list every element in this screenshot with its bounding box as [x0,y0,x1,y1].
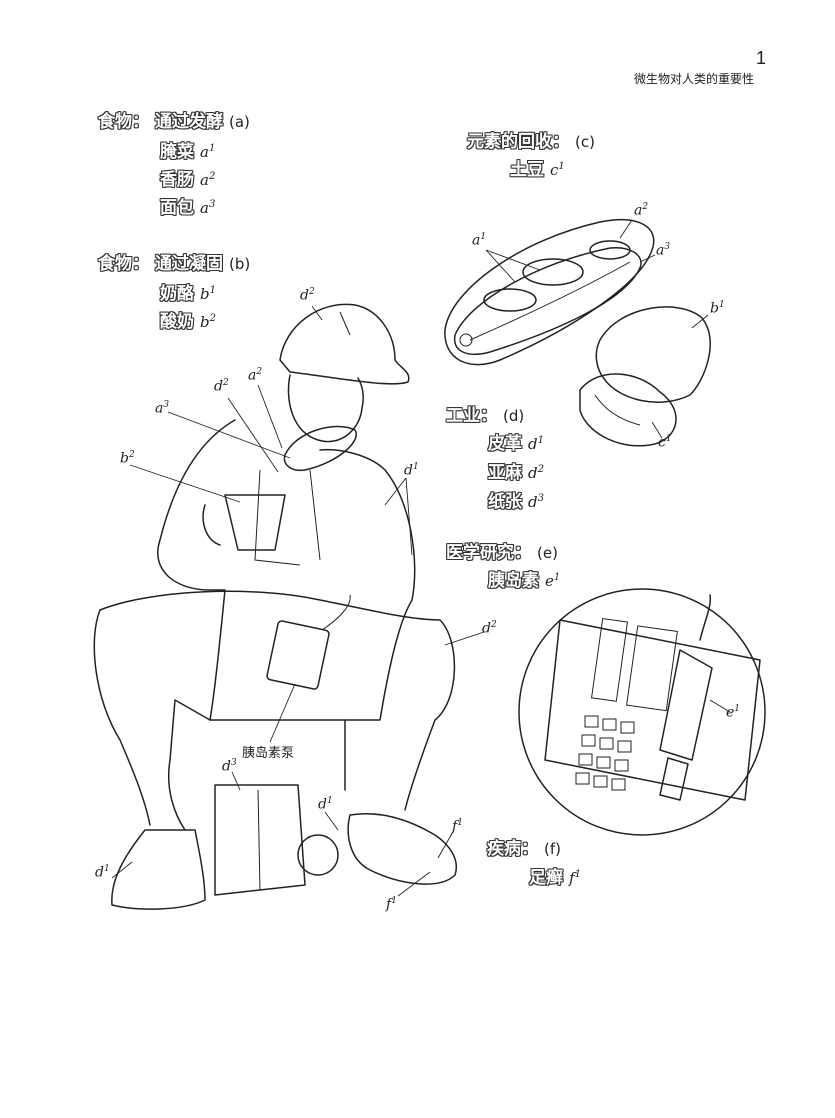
callout-shoe-left: d1 [95,864,110,881]
callout-bread: a3 [155,400,170,417]
callout-pants: d2 [482,620,497,637]
item-label: 胰岛素 [488,571,539,591]
callout-insulin: e1 [726,704,741,721]
item-code: a2 [200,171,216,189]
item-label: 香肠 [160,170,194,190]
group-code: (e) [537,544,558,562]
callout-bun: a3 [656,242,671,259]
callout-yogurt: b2 [120,450,135,467]
list-item: 胰岛素 e1 [488,572,560,590]
list-item: 土豆 c1 [510,161,565,179]
item-label: 奶酪 [160,284,194,304]
item-label: 皮革 [488,434,522,454]
callout-jacket: d1 [404,462,419,479]
list-item: 纸张 d3 [488,493,544,511]
group-title: 工业： [446,406,497,426]
list-item: 酸奶 b2 [160,313,216,331]
item-code: d1 [528,435,544,453]
group-title: 食物： [98,112,149,132]
item-code: e1 [545,572,561,590]
list-item: 亚麻 d2 [488,464,544,482]
callout-hat: d2 [300,287,315,304]
item-label: 腌菜 [160,142,194,162]
group-title: 疾病： [487,839,538,859]
group-subtitle: 通过凝固 [155,254,223,274]
group-code: (d) [503,407,525,425]
page-number: 1 [756,48,767,68]
item-label: 纸张 [488,492,522,512]
insulin-pump-label: 胰岛素泵 [242,746,295,761]
list-item: 足癣 f1 [529,869,581,887]
group-code: (f) [544,840,561,858]
callout-foot-top: f1 [452,818,463,835]
hotdog-illustration [444,218,656,366]
callout-potato: c1 [658,434,672,451]
item-label: 酸奶 [160,312,194,332]
cheese-potato-illustration [579,306,711,447]
item-code: b2 [200,313,216,331]
group-food-fermentation: 食物： 通过发酵 (a) [98,113,250,131]
group-food-coagulation: 食物： 通过凝固 (b) [98,255,250,273]
seated-man-illustration [93,303,485,910]
item-code: c1 [550,161,565,179]
group-code: (b) [229,255,251,273]
page-subtitle: 微生物对人类的重要性 [634,72,755,86]
group-medical-research: 医学研究： (e) [446,544,558,562]
list-item: 奶酪 b1 [160,285,216,303]
group-disease: 疾病： (f) [487,840,561,858]
item-label: 亚麻 [488,463,522,483]
callout-sausage: a2 [634,202,649,219]
list-item: 香肠 a2 [160,171,215,189]
callout-sandwich: a2 [248,367,263,384]
callout-bag: d3 [222,758,237,775]
group-title: 食物： [98,254,149,274]
item-code: a3 [200,199,216,217]
group-industry: 工业： (d) [446,407,524,425]
item-code: f1 [569,869,581,887]
callout-shoe-right: d1 [318,796,333,813]
item-code: d3 [528,493,544,511]
item-label: 足癣 [529,868,563,888]
callout-foot-bottom: f1 [386,896,397,913]
group-code: (a) [229,113,250,131]
group-element-recycling: 元素的回收： (c) [467,133,595,151]
group-code: (c) [575,133,595,151]
group-title: 元素的回收： [467,132,569,152]
callout-cheese: b1 [710,300,725,317]
insulin-pump-closeup [518,588,766,836]
callout-pickle: a1 [472,232,487,249]
item-code: d2 [528,464,544,482]
callout-collar: d2 [214,378,229,395]
item-label: 土豆 [510,160,544,180]
item-code: a1 [200,143,216,161]
list-item: 腌菜 a1 [160,143,215,161]
group-subtitle: 通过发酵 [155,112,223,132]
list-item: 面包 a3 [160,199,215,217]
item-label: 面包 [160,198,194,218]
group-title: 医学研究： [446,543,531,563]
list-item: 皮革 d1 [488,435,544,453]
item-code: b1 [200,285,216,303]
